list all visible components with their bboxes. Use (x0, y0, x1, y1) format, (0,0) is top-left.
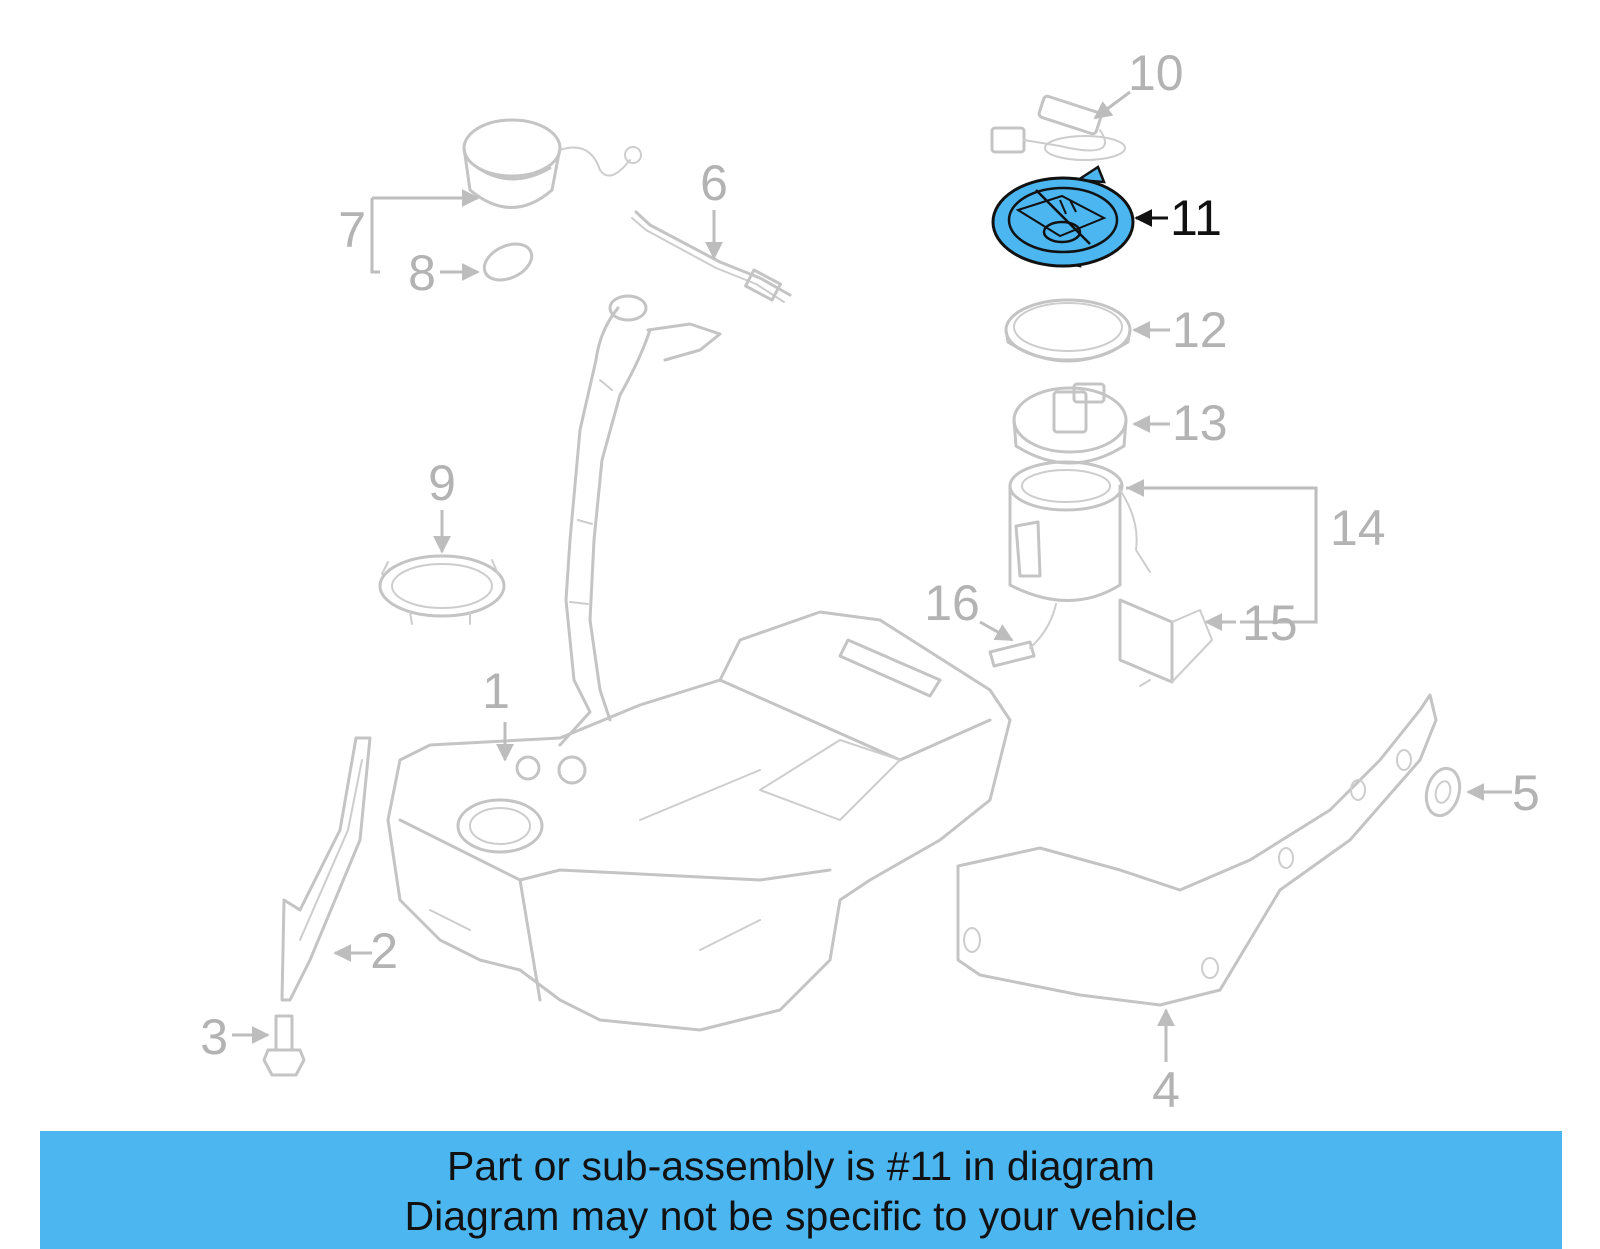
level-sensor-part (1118, 598, 1213, 687)
callout-5: 5 (1512, 765, 1540, 821)
leader-10 (1093, 90, 1131, 120)
callout-4: 4 (1152, 1062, 1180, 1118)
callout-13: 13 (1172, 395, 1228, 451)
callout-1: 1 (482, 663, 510, 719)
filler-neck-part (558, 294, 722, 747)
callout-bracket-7-8 (370, 198, 380, 274)
callout-3: 3 (200, 1009, 228, 1065)
fuel-pump-part (1008, 382, 1151, 602)
callout-8: 8 (408, 245, 436, 301)
fuel-tank-part (386, 610, 1012, 1032)
connector-part (990, 94, 1126, 161)
callout-2: 2 (370, 923, 398, 979)
callout-6: 6 (700, 155, 728, 211)
fuel-cap-part (462, 118, 642, 209)
callout-10: 10 (1128, 45, 1184, 101)
callout-9: 9 (428, 455, 456, 511)
grommet-part (1424, 766, 1462, 818)
callout-11: 11 (1170, 190, 1222, 246)
info-banner: Part or sub-assembly is #11 in diagram D… (40, 1131, 1562, 1249)
vent-sensor-part (631, 210, 792, 303)
o-ring-part (482, 242, 534, 282)
seal-part (1004, 298, 1132, 363)
lock-ring-part (378, 554, 506, 625)
pump-flange-part-highlighted (991, 165, 1135, 268)
callout-15: 15 (1242, 595, 1298, 651)
wiring-plug-part (988, 603, 1057, 668)
tank-strap-part (280, 736, 372, 1002)
callout-7: 7 (338, 202, 366, 258)
heat-shield-part (956, 693, 1438, 1007)
banner-line-disclaimer: Diagram may not be specific to your vehi… (404, 1193, 1198, 1239)
callout-16: 16 (924, 575, 980, 631)
parts-diagram: 1 2 3 4 5 6 7 8 9 10 11 12 13 14 15 16 (200, 45, 1540, 1118)
callout-12: 12 (1172, 302, 1228, 358)
banner-line-part-number: Part or sub-assembly is #11 in diagram (447, 1143, 1155, 1189)
leader-16 (979, 620, 1014, 642)
bolt-part (262, 1014, 306, 1077)
callout-14: 14 (1330, 500, 1386, 556)
callout-bracket-14-15 (1126, 486, 1318, 624)
